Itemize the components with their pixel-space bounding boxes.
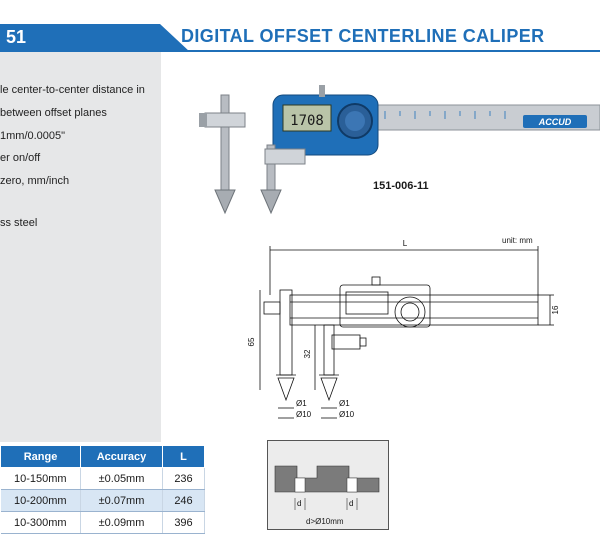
col-length: L	[162, 445, 205, 468]
cell-length: 246	[162, 489, 205, 512]
cell-length: 396	[162, 511, 205, 534]
drawing-display	[339, 284, 431, 328]
detail-d-right: d	[349, 499, 353, 508]
header-rule	[160, 50, 600, 52]
feature-line: er on/off	[0, 152, 41, 164]
unit-label: unit: mm	[502, 236, 533, 245]
feature-line: 1mm/0.0005"	[0, 130, 66, 142]
table-row: 10-200mm ±0.07mm 246	[0, 489, 205, 512]
dimension-drawing: L 65 32 16 Ø1 Ø10 Ø1 Ø10	[247, 239, 560, 419]
offset-jaw-clamp	[264, 148, 306, 165]
dim-tip-10b: Ø10	[339, 410, 355, 419]
dim-tip-10a: Ø10	[296, 410, 312, 419]
detail-d-left: d	[297, 499, 301, 508]
hole-right	[346, 477, 358, 493]
clamp-screw-icon	[199, 113, 207, 127]
feature-line: le center-to-center distance in	[0, 84, 145, 96]
brand-label: ACCUD	[538, 117, 572, 127]
page-title: DIGITAL OFFSET CENTERLINE CALIPER	[181, 26, 545, 46]
dim-tip-1b: Ø1	[339, 399, 350, 408]
fixed-jaw-clamp	[204, 112, 246, 128]
cell-accuracy: ±0.07mm	[80, 489, 163, 512]
drawing-offset-jaw	[323, 324, 335, 376]
product-photo: ACCUD 1708	[199, 85, 600, 215]
detail-note: d>Ø10mm	[306, 517, 344, 526]
table-row: 10-300mm ±0.09mm 396	[0, 511, 205, 534]
dim-height-total: 65	[247, 337, 256, 346]
dim-thickness: 16	[551, 305, 560, 314]
spec-table: Range Accuracy L 10-150mm ±0.05mm 236 10…	[0, 445, 205, 534]
col-accuracy: Accuracy	[80, 445, 163, 468]
offset-detail-drawing: d d	[267, 440, 389, 530]
drawing-offset-tip	[320, 377, 338, 402]
dim-height-offset: 32	[303, 349, 312, 358]
offset-tip-icon	[260, 189, 282, 215]
model-number: 151-006-11	[373, 180, 429, 192]
cell-range: 10-300mm	[0, 511, 81, 534]
fixed-jaw-rod	[220, 94, 230, 191]
cell-length: 236	[162, 467, 205, 490]
dim-length: L	[403, 239, 408, 248]
section-number: 51	[6, 27, 27, 47]
cell-accuracy: ±0.09mm	[80, 511, 163, 534]
section-tab: 51	[0, 24, 190, 52]
col-range: Range	[0, 445, 81, 468]
fixed-tip-icon	[214, 189, 236, 215]
table-row: 10-150mm ±0.05mm 236	[0, 467, 205, 490]
feature-line: between offset planes	[0, 107, 107, 119]
dim-tip-1a: Ø1	[296, 399, 307, 408]
drawing-beam	[289, 294, 539, 326]
drawing-wheel	[394, 296, 426, 328]
feature-panel	[0, 52, 161, 442]
cell-accuracy: ±0.05mm	[80, 467, 163, 490]
table-header-row: Range Accuracy L	[0, 445, 205, 468]
brand-badge	[523, 115, 587, 128]
lock-screw-icon	[319, 85, 325, 97]
feature-line: ss steel	[0, 217, 38, 229]
hole-left	[294, 477, 306, 493]
cell-range: 10-150mm	[0, 467, 81, 490]
cell-range: 10-200mm	[0, 489, 81, 512]
lcd-readout: 1708	[290, 113, 324, 129]
lcd-screen	[282, 104, 332, 132]
feature-line: zero, mm/inch	[0, 175, 70, 187]
drawing-fixed-tip	[277, 377, 295, 402]
